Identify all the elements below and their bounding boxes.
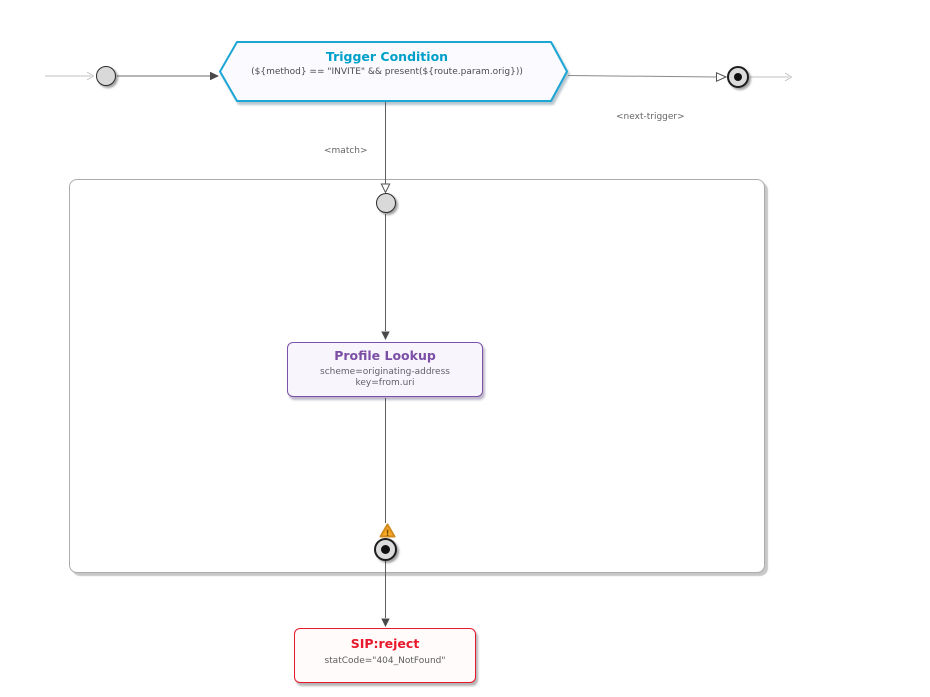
warning-glyph: ! <box>386 529 390 539</box>
profile-lookup-param-scheme: scheme=originating-address <box>320 367 450 377</box>
trigger-condition-expression: (${method} == "INVITE" && present(${rout… <box>251 67 523 77</box>
trigger-condition-hexagon[interactable] <box>219 41 568 102</box>
sip-reject-title: SIP:reject <box>350 636 420 651</box>
trigger-condition-text: Trigger Condition (${method} == "INVITE"… <box>222 49 552 78</box>
edge-outgoing <box>750 72 793 82</box>
edge-to-sip-reject <box>381 561 390 627</box>
edge-to-profile-lookup <box>381 214 390 340</box>
sip-reject-param: statCode="404_NotFound" <box>324 656 446 666</box>
edge-incoming <box>45 71 95 81</box>
edge-start-to-trigger <box>117 71 219 81</box>
profile-lookup-box[interactable]: Profile Lookup scheme=originating-addres… <box>287 342 483 397</box>
warning-icon[interactable]: ! <box>379 523 396 540</box>
profile-lookup-param-key: key=from.uri <box>355 378 415 388</box>
match-start-node[interactable] <box>376 193 396 213</box>
next-trigger-edge-label: <next-trigger> <box>616 112 685 122</box>
trigger-title: Trigger Condition <box>325 49 449 64</box>
inner-end-node-dot <box>381 545 390 554</box>
inner-end-node[interactable] <box>374 538 397 561</box>
end-node-dot <box>734 73 742 81</box>
match-edge-label: <match> <box>324 146 368 156</box>
edge-trigger-to-next <box>567 72 728 82</box>
profile-lookup-title: Profile Lookup <box>334 348 436 363</box>
edge-match <box>380 102 391 194</box>
start-node[interactable] <box>96 66 116 86</box>
sip-reject-box[interactable]: SIP:reject statCode="404_NotFound" <box>294 628 476 683</box>
next-trigger-end-node[interactable] <box>727 66 749 88</box>
